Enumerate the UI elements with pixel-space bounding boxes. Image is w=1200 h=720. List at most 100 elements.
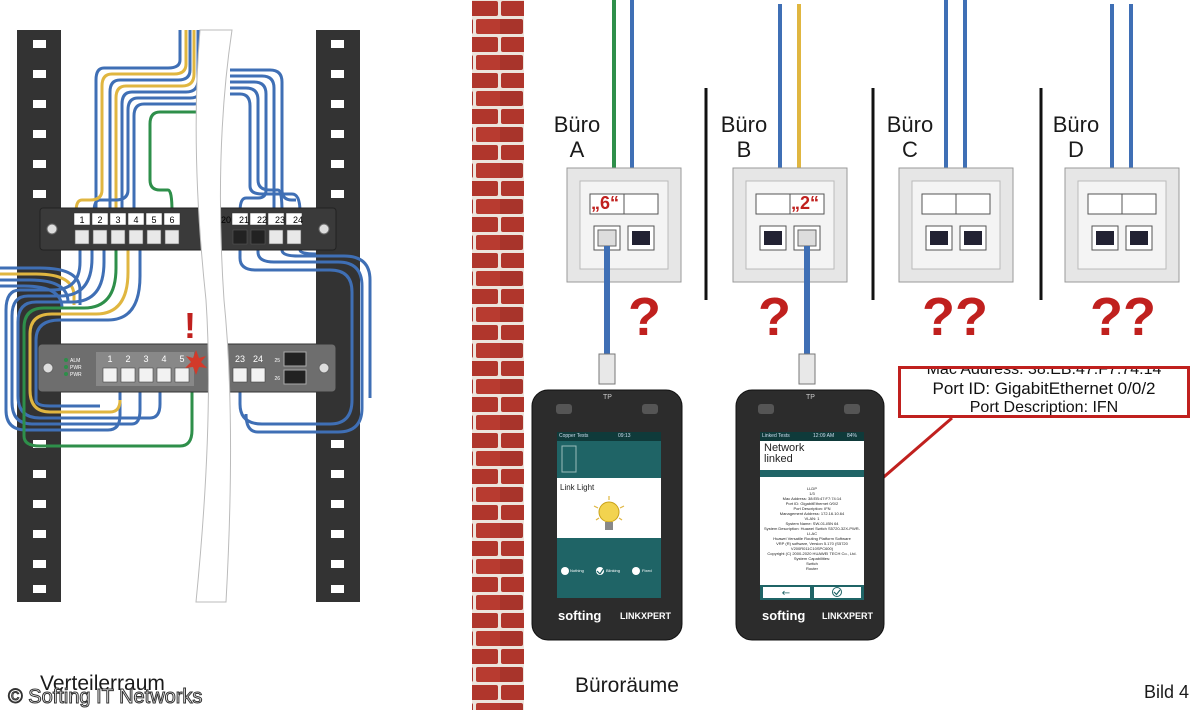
switch-port-3: 3 [143,354,148,364]
question-mark-b: ? [758,287,791,347]
tester-left [531,389,683,641]
question-mark-a: ? [628,287,661,347]
switch-port-1: 1 [107,354,112,364]
callout-port-desc: Port Description: IFN [969,399,1119,416]
led-pwr1: PWR [70,365,82,371]
tester-cables [598,246,816,385]
blink-burst-icon [185,350,207,375]
left-screen-title: Link Light [560,483,595,492]
left-tp-label: TP [603,394,612,401]
upper-port-3: 3 [115,215,120,225]
lldp-callout: Mac Address: 38:EB:47:F7:74:14 Port ID: … [898,366,1190,418]
socket-b-port-label: „2“ [791,193,820,213]
office-a-title: Büro [553,112,601,137]
brick-wall [472,0,524,710]
office-c-title: Büro [886,112,934,137]
switch-port-5: 5 [179,354,184,364]
office-d-title: Büro [1052,112,1100,137]
upper-port-2: 2 [97,215,102,225]
switch-port-4: 4 [161,354,166,364]
confirm-check-icon [833,589,841,596]
switch-lower: ALM PWR PWR 25 26 1 2 3 4 5 23 24 [37,343,337,393]
callout-port-id: Port ID: GigabitEthernet 0/0/2 [932,379,1156,398]
left-brand: softing [558,608,602,623]
office-cables [612,0,1133,170]
office-d-label: Büro D [1041,112,1111,162]
figure-number: Bild 4 [1144,682,1190,702]
left-status-time: 09:13 [618,433,631,439]
detail-9: Huawei Versatile Routing Platform Softwa… [773,536,851,541]
alert-mark: ! [184,305,196,346]
upper-port-22: 22 [257,215,267,225]
office-dividers [704,88,1043,300]
office-c-label: Büro C [875,112,945,162]
socket-a-port-label: „6“ [591,193,620,213]
office-b-letter: B [736,137,752,162]
tester-right: ← [735,389,885,641]
wall-socket-b [732,167,848,283]
led-alm: ALM [70,358,80,364]
upper-port-20: 20 [221,215,231,225]
right-status-app: Linked Tests [762,433,790,439]
wall-socket-c [898,167,1014,283]
office-a-label: Büro A [542,112,612,162]
office-rooms-caption: Büroräume [575,674,679,697]
office-a-letter: A [569,137,585,162]
left-option-2[interactable]: Fixed [642,568,652,573]
wall-socket-d [1064,167,1180,283]
callout-mac: Mac Address: 38:EB:47:F7:74:14 [926,366,1162,378]
left-product: LINKXPERT [620,611,672,621]
patch-panel-upper: 1 2 3 4 5 6 20 21 22 23 24 [39,207,337,251]
upper-port-5: 5 [151,215,156,225]
copyright-notice: © Softing IT Networks [7,686,203,709]
detail-6: VLAN: 1 [804,516,820,521]
office-c-letter: C [902,137,918,162]
detail-2: Mac Address: 38:EB:47:F7:74:14 [782,496,842,501]
left-option-1[interactable]: Blinking [606,568,621,573]
right-product: LINKXPERT [822,611,874,621]
right-brand: softing [762,608,806,623]
upper-port-21: 21 [239,215,249,225]
detail-4: Port Description: IFN [793,506,831,511]
upper-port-24: 24 [293,215,303,225]
question-mark-d: ?? [1090,287,1156,347]
switch-port-24: 24 [253,354,263,364]
rack-rail-right [316,30,360,602]
switch-port-2: 2 [125,354,130,364]
office-b-label: Büro B [709,112,779,162]
right-tp-label: TP [806,394,815,401]
detail-5: Management Address: 172.16.10.64 [779,511,845,516]
question-mark-c: ?? [922,287,988,347]
left-status-app: Copper Tests [559,433,589,439]
detail-11: Copyright (C) 2000-2020 HUAWEI TECH Co.,… [767,551,857,556]
right-status-time: 12:09 AM [813,433,835,439]
upper-port-23: 23 [275,215,285,225]
detail-7: System Name: SW-01-IBN 64 [785,521,839,526]
upper-port-4: 4 [133,215,138,225]
uplink-26: 26 [274,376,280,382]
detail-10: VRP (R) software, Version 5.170 (S5720 V… [776,541,848,551]
right-details: LLDP 1/3 Mac Address: 38:EB:47:F7:74:14 … [762,486,862,571]
led-pwr2: PWR [70,372,82,378]
detail-14: Router [805,566,818,571]
detail-12: System Capabilities: [793,556,831,561]
detail-8: System Description: Huawei Switch S5720-… [763,526,861,536]
wall-socket-a [566,167,682,283]
upper-port-1: 1 [79,215,84,225]
cutout-gap [195,29,233,603]
office-d-letter: D [1068,137,1084,162]
cables-top [74,30,302,213]
right-screen-title: Network linked [764,442,805,465]
distribution-room-caption: Verteilerraum [40,672,165,695]
detail-0: LLDP [806,486,817,491]
detail-3: Port ID: GigabitEthernet 0/0/2 [785,501,839,506]
office-b-title: Büro [720,112,768,137]
uplink-25: 25 [274,358,280,364]
detail-13: Switch [806,561,818,566]
cables-loop [0,245,372,448]
back-arrow-icon: ← [782,588,790,599]
left-option-0[interactable]: Nothing [570,568,584,573]
right-status-battery: 84% [847,433,858,439]
switch-port-23: 23 [235,354,245,364]
